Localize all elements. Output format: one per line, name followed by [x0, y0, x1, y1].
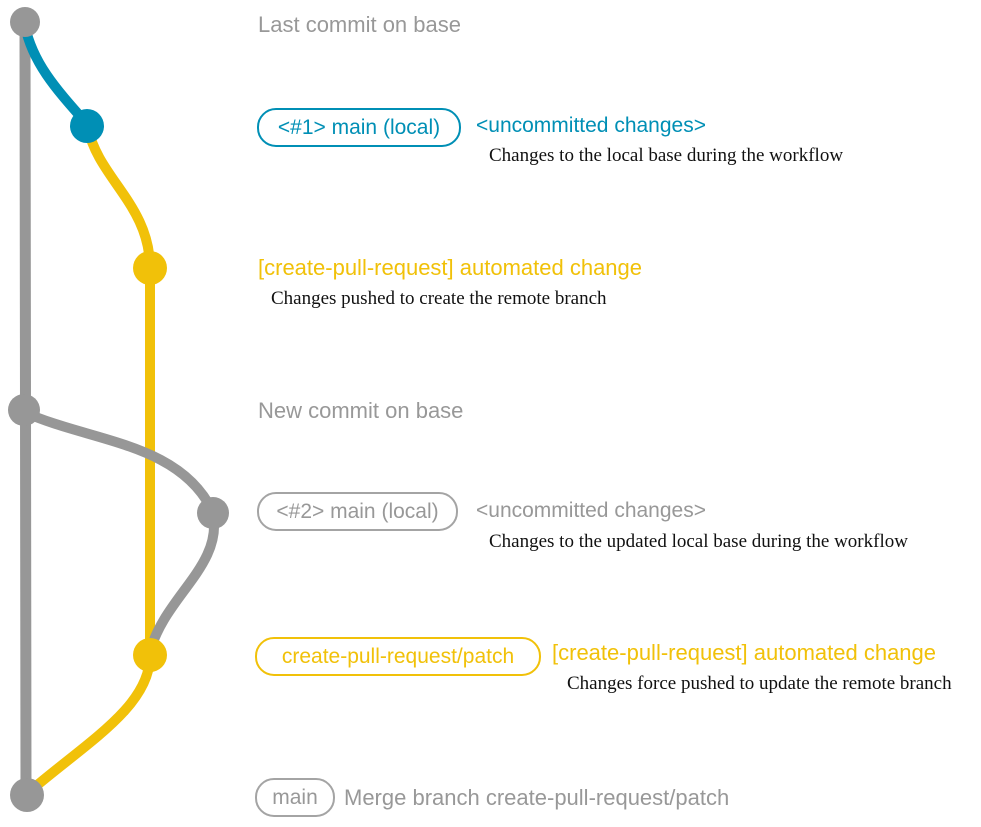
commit-node-remote-created — [133, 251, 167, 285]
merge-segment — [24, 652, 155, 797]
create-remote-branch-segment — [83, 123, 155, 273]
commit-message-automated-change-2: [create-pull-request] automated change — [552, 640, 937, 665]
commit-message-automated-change-1: [create-pull-request] automated change — [258, 255, 643, 280]
commit-message-merge: Merge branch create-pull-request/patch — [344, 785, 730, 810]
annotation-new-commit-on-base: New commit on base — [258, 398, 464, 423]
commit-description-automated-change-1: Changes pushed to create the remote bran… — [271, 288, 607, 309]
commit-node-remote-updated — [133, 638, 167, 672]
commit-message-uncommitted-2: <uncommitted changes> — [476, 499, 706, 522]
annotation-last-commit-on-base: Last commit on base — [258, 12, 461, 37]
branch-badge-main-local-1: <#1> main (local) — [257, 108, 461, 147]
commit-description-uncommitted-1: Changes to the local base during the wor… — [489, 145, 844, 166]
branch-badge-label: <#2> main (local) — [276, 499, 439, 523]
uncommitted-changes-branch-segment — [20, 21, 92, 129]
branch-badge-create-pull-request-patch: create-pull-request/patch — [255, 637, 541, 676]
commit-node-merge — [10, 778, 44, 812]
rebase-segment-out — [19, 407, 218, 517]
commit-message-uncommitted-1: <uncommitted changes> — [476, 114, 706, 137]
branch-badge-label: <#1> main (local) — [277, 115, 441, 139]
commit-description-automated-change-2: Changes force pushed to update the remot… — [567, 673, 952, 694]
branch-badge-main: main — [255, 778, 335, 817]
branch-badge-label: main — [272, 785, 318, 809]
commit-description-uncommitted-2: Changes to the updated local base during… — [489, 531, 908, 552]
commit-node-uncommitted-1 — [70, 109, 104, 143]
branch-badge-label: create-pull-request/patch — [281, 644, 515, 668]
rebase-segment-in — [145, 509, 220, 657]
branch-badge-main-local-2: <#2> main (local) — [257, 492, 458, 531]
commit-node-uncommitted-2 — [197, 497, 229, 529]
commit-node-new-base — [8, 394, 40, 426]
commit-node-last-base — [10, 7, 40, 37]
